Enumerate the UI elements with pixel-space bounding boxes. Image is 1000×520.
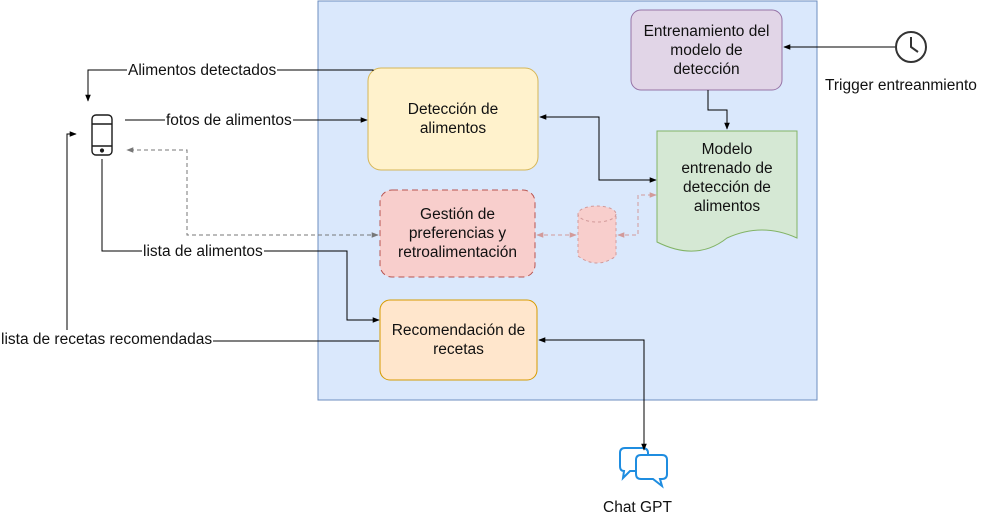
label-fotos-alimentos: fotos de alimentos (165, 111, 293, 130)
entrenamiento-node[interactable] (630, 9, 783, 91)
clock-icon (895, 31, 927, 63)
edge-deteccion-modelo (539, 114, 657, 183)
edge-lista-alimentos (101, 159, 380, 323)
gestion-node[interactable] (379, 189, 536, 278)
edge-db-modelo (617, 192, 657, 238)
modelo-node[interactable] (656, 130, 798, 252)
label-lista-alimentos: lista de alimentos (142, 242, 264, 261)
edge-lista-recetas (66, 131, 379, 342)
deteccion-node[interactable] (367, 67, 539, 171)
chat-gpt-label: Chat GPT (602, 498, 673, 517)
edge-phone-gestion (126, 147, 379, 238)
recomendacion-node[interactable] (379, 299, 538, 381)
label-alimentos-detectados: Alimentos detectados (127, 61, 278, 80)
edge-entrenamiento-modelo (707, 90, 730, 130)
preferences-database[interactable] (577, 205, 617, 264)
label-lista-recetas: lista de recetas recomendadas (0, 330, 214, 349)
trigger-label: Trigger entreanmiento (824, 76, 978, 95)
chat-bubbles-icon (619, 447, 668, 489)
mobile-phone-icon (91, 114, 113, 156)
edge-recomendacion-chat (538, 337, 647, 451)
